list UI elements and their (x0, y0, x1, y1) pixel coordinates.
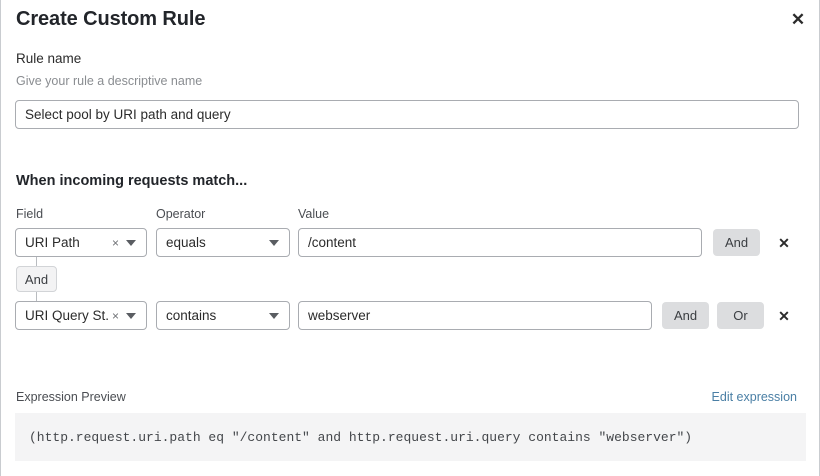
and-button-row-2[interactable]: And (662, 302, 709, 329)
rule-name-input[interactable] (15, 100, 799, 129)
field-select-row-1-label: URI Path (25, 235, 80, 250)
chevron-down-icon (269, 312, 279, 319)
expression-preview-code: (http.request.uri.path eq "/content" and… (29, 429, 693, 445)
remove-row-2-icon[interactable]: ✕ (773, 305, 795, 327)
clear-x-icon[interactable]: × (111, 235, 119, 250)
connector-line-top (36, 257, 37, 267)
value-input-row-2[interactable]: webserver (298, 301, 652, 330)
match-section-heading: When incoming requests match... (16, 173, 248, 189)
chevron-down-icon (269, 239, 279, 246)
value-input-row-1[interactable]: /content (298, 228, 702, 257)
clear-x-icon[interactable]: × (111, 308, 119, 323)
field-select-row-2-label: URI Query St... (25, 308, 109, 323)
field-select-row-1[interactable]: URI Path × (15, 228, 147, 257)
operator-select-row-1[interactable]: equals (156, 228, 290, 257)
expression-preview-box: (http.request.uri.path eq "/content" and… (15, 413, 806, 461)
remove-row-1-icon[interactable]: ✕ (773, 232, 795, 254)
operator-select-row-2[interactable]: contains (156, 301, 290, 330)
dialog-title: Create Custom Rule (16, 8, 206, 30)
or-button-row-2[interactable]: Or (717, 302, 764, 329)
expression-preview-label: Expression Preview (16, 390, 126, 404)
rule-name-help-text: Give your rule a descriptive name (16, 74, 203, 88)
edit-expression-link[interactable]: Edit expression (711, 390, 797, 404)
field-select-row-2[interactable]: URI Query St... × (15, 301, 147, 330)
operator-select-row-1-label: equals (166, 235, 206, 250)
connector-line-bottom (36, 292, 37, 301)
and-button-row-1[interactable]: And (713, 229, 760, 256)
chevron-down-icon (126, 312, 136, 319)
operator-select-row-2-label: contains (166, 308, 217, 323)
chevron-down-icon (126, 239, 136, 246)
connector-and-chip[interactable]: And (16, 266, 57, 292)
column-header-operator: Operator (156, 207, 206, 221)
rule-name-label: Rule name (16, 51, 82, 66)
close-icon[interactable]: ✕ (785, 6, 811, 32)
column-header-value: Value (298, 207, 330, 221)
column-header-field: Field (16, 207, 44, 221)
